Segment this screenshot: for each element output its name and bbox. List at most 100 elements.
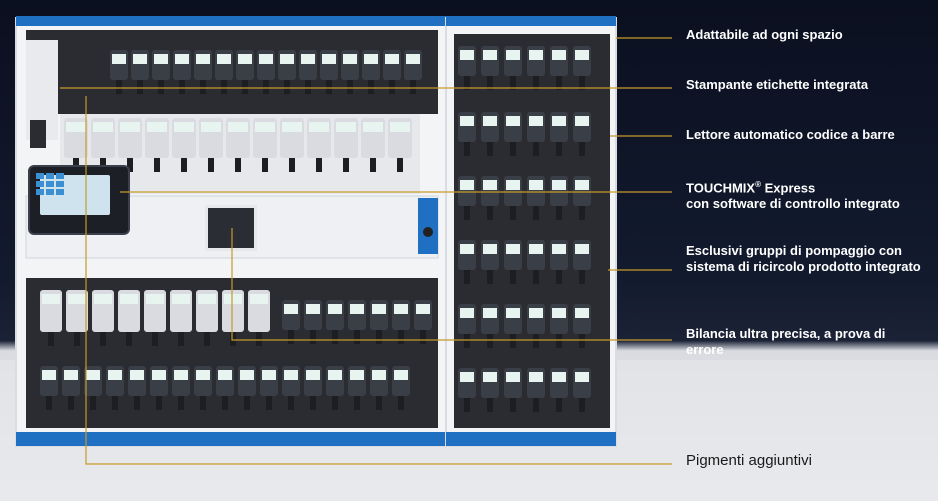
- nozzle: [230, 332, 236, 346]
- canister-label: [196, 54, 210, 64]
- touchscreen-panel: [28, 165, 130, 235]
- nozzle: [510, 334, 516, 348]
- nozzle: [370, 158, 376, 172]
- nozzle: [208, 158, 214, 172]
- callout-adattabile: Adattabile ad ogni spazio: [686, 27, 843, 42]
- nozzle: [332, 396, 338, 410]
- canister-label: [284, 370, 298, 380]
- nozzle: [398, 330, 404, 344]
- canister-label: [575, 50, 589, 60]
- nozzle: [179, 80, 185, 94]
- canister-label: [42, 294, 60, 304]
- canister-label: [68, 294, 86, 304]
- canister-label: [372, 370, 386, 380]
- nozzle: [48, 332, 54, 346]
- canister-label: [575, 180, 589, 190]
- nozzle: [533, 206, 539, 220]
- canister-label: [385, 54, 399, 64]
- nozzle: [200, 396, 206, 410]
- nozzle: [487, 270, 493, 284]
- canister-label: [174, 122, 194, 132]
- nozzle: [579, 398, 585, 412]
- callout-lettore: Lettore automatico codice a barre: [686, 127, 895, 142]
- nozzle: [289, 158, 295, 172]
- canister-label: [506, 116, 520, 126]
- nozzle: [152, 332, 158, 346]
- canister-label: [259, 54, 273, 64]
- nozzle: [235, 158, 241, 172]
- nozzle: [556, 398, 562, 412]
- canister-label: [301, 54, 315, 64]
- nozzle: [181, 158, 187, 172]
- canister-label: [328, 304, 342, 314]
- canister-label: [198, 294, 216, 304]
- nozzle: [510, 270, 516, 284]
- canister-label: [282, 122, 302, 132]
- canister-label: [529, 50, 543, 60]
- nozzle: [368, 80, 374, 94]
- canister-label: [172, 294, 190, 304]
- nozzle: [464, 398, 470, 412]
- nozzle: [343, 158, 349, 172]
- canister-label: [350, 304, 364, 314]
- callout-line-bilancia: [231, 228, 672, 341]
- nozzle: [533, 334, 539, 348]
- canister-label: [86, 370, 100, 380]
- canister-label: [483, 180, 497, 190]
- canister-label: [217, 54, 231, 64]
- nozzle: [376, 330, 382, 344]
- nozzle: [556, 206, 562, 220]
- canister-label: [66, 122, 86, 132]
- canister-label: [250, 294, 268, 304]
- canister-label: [201, 122, 221, 132]
- canister-label: [552, 372, 566, 382]
- nozzle: [487, 142, 493, 156]
- nozzle: [178, 396, 184, 410]
- nozzle: [579, 142, 585, 156]
- canister-label: [460, 50, 474, 60]
- canister-label: [552, 308, 566, 318]
- canister-label: [529, 244, 543, 254]
- nozzle: [464, 206, 470, 220]
- main-cabinet-top-cap: [16, 16, 446, 26]
- canister-label: [529, 372, 543, 382]
- canister-label: [240, 370, 254, 380]
- nozzle: [354, 330, 360, 344]
- canister-label: [112, 54, 126, 64]
- nozzle: [100, 332, 106, 346]
- nozzle: [556, 270, 562, 284]
- canister-label: [552, 180, 566, 190]
- canister-label: [152, 370, 166, 380]
- nozzle: [316, 158, 322, 172]
- canister-label: [343, 54, 357, 64]
- canister-label: [575, 244, 589, 254]
- nozzle: [420, 330, 426, 344]
- registered-mark: ®: [755, 180, 762, 189]
- nozzle: [204, 332, 210, 346]
- nozzle: [410, 80, 416, 94]
- nozzle: [116, 80, 122, 94]
- canister-label: [552, 244, 566, 254]
- canister-label: [460, 308, 474, 318]
- nozzle: [154, 158, 160, 172]
- canister-label: [575, 308, 589, 318]
- canister-label: [506, 50, 520, 60]
- nozzle: [464, 270, 470, 284]
- canister-label: [363, 122, 383, 132]
- nozzle: [510, 142, 516, 156]
- canister-label: [460, 372, 474, 382]
- canister-label: [483, 308, 497, 318]
- nozzle: [347, 80, 353, 94]
- nozzle: [464, 76, 470, 90]
- nozzle: [556, 76, 562, 90]
- side-cabinet-top-cap: [446, 16, 616, 26]
- nozzle: [221, 80, 227, 94]
- nozzle: [127, 158, 133, 172]
- canister-label: [483, 50, 497, 60]
- nozzle: [90, 396, 96, 410]
- blue-side-panel: [418, 198, 438, 254]
- canister-label: [42, 370, 56, 380]
- canister-label: [262, 370, 276, 380]
- canister-label: [218, 370, 232, 380]
- nozzle: [398, 396, 404, 410]
